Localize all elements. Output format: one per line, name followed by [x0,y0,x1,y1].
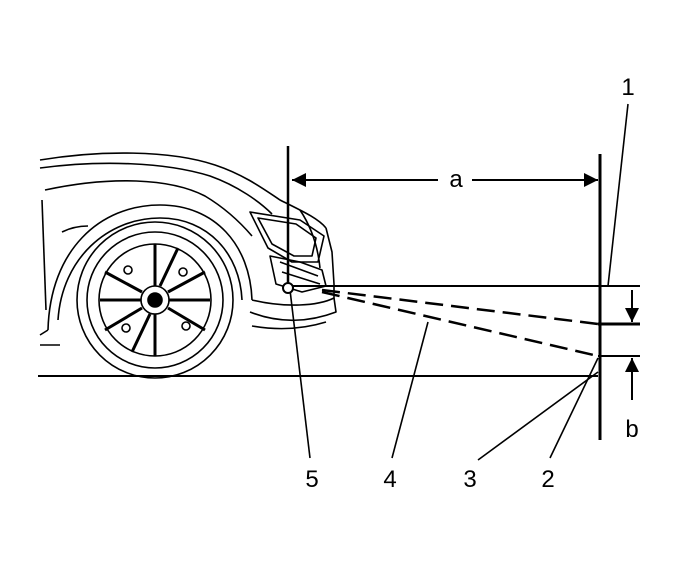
dimension-a-label-bg [438,166,472,194]
callout-3: 3 [463,466,477,493]
vehicle-front [39,152,337,346]
callout-a: a [449,166,463,193]
callout-b: b [625,416,639,443]
callout-5: 5 [305,466,319,493]
front-wheel [76,221,234,379]
leader-lines [289,103,629,461]
beam-upper [321,288,599,326]
callout-1: 1 [621,74,635,101]
callout-4: 4 [383,466,397,493]
headlamp-center-point [282,282,294,294]
beam-lower [321,290,599,358]
callout-2: 2 [541,466,555,493]
